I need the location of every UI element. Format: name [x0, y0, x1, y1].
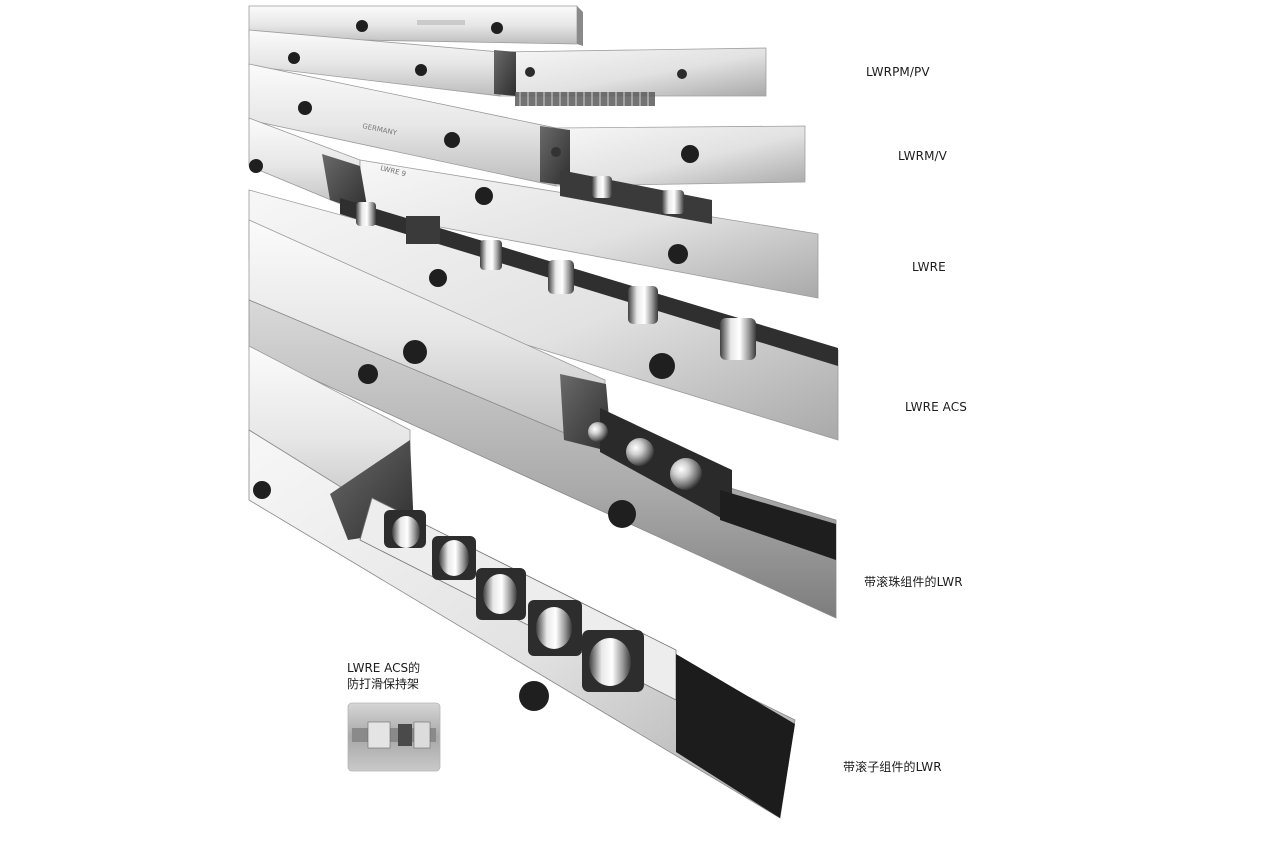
cage-inset-photo — [347, 702, 441, 772]
label-cage-line2: 防打滑保持架 — [347, 677, 420, 691]
label-lwrm-v: LWRM/V — [898, 149, 947, 163]
label-lwr-roller-assembly: 带滚子组件的LWR — [843, 760, 942, 774]
label-lwre-acs: LWRE ACS — [905, 400, 967, 414]
rail-lwr-roller — [248, 345, 796, 819]
label-lwrpm-pv: LWRPM/PV — [866, 65, 930, 79]
label-cage-line1: LWRE ACS的 — [347, 661, 421, 675]
rail-lwrm-v: GERMANY — [248, 63, 806, 187]
label-lwre: LWRE — [912, 260, 946, 274]
rail-lwre: LWRE 9 — [248, 117, 819, 299]
rail-lwre-acs — [248, 189, 839, 441]
rail-lwrpm-pv — [248, 5, 767, 97]
label-lwr-ball-assembly: 带滚珠组件的LWR — [864, 575, 963, 589]
rail-lwr-ball — [248, 219, 837, 619]
